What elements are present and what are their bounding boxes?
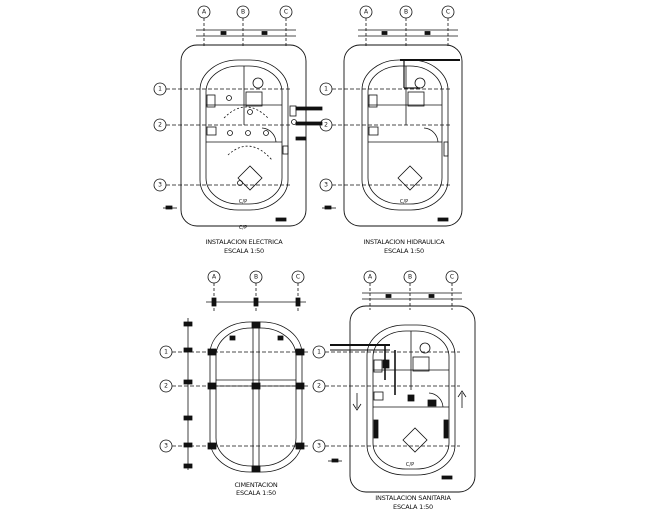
dimension-line-top xyxy=(196,29,296,37)
axis-bubbles-top: A B C xyxy=(359,5,455,46)
axis-label-1: 1 xyxy=(158,86,162,93)
panel-caption: CIMENTACION xyxy=(234,481,277,489)
panel-hidraulica: A B C 1 2 3 xyxy=(319,5,463,255)
axis-label-2: 2 xyxy=(164,383,168,390)
axis-label-a: A xyxy=(202,9,207,16)
axis-label-b: B xyxy=(254,274,258,281)
floor-plan xyxy=(330,324,467,476)
axis-label-b: B xyxy=(408,274,412,281)
room-tag: C/P xyxy=(239,199,247,205)
axis-label-2: 2 xyxy=(158,122,162,129)
axis-label-a: A xyxy=(368,274,373,281)
axis-label-1: 1 xyxy=(324,86,328,93)
axis-label-b: B xyxy=(241,9,245,16)
room-tag-outer: C/P xyxy=(239,225,247,231)
sheet-frame xyxy=(349,305,476,493)
panel-scale: ESCALA 1:50 xyxy=(393,503,433,511)
axis-label-b: B xyxy=(404,9,408,16)
axis-label-3: 3 xyxy=(317,443,321,450)
axis-label-a: A xyxy=(364,9,369,16)
sheet-frame xyxy=(343,44,463,227)
floor-plan xyxy=(199,59,323,211)
axis-bubbles-left: 1 2 3 xyxy=(319,82,452,192)
axis-label-c: C xyxy=(450,274,454,281)
panel-scale: ESCALA 1:50 xyxy=(236,489,276,497)
axis-label-3: 3 xyxy=(158,182,162,189)
axis-label-2: 2 xyxy=(317,383,321,390)
panel-electrica: A B C 1 2 3 xyxy=(153,5,323,255)
panel-sanitaria: A B C 1 2 3 xyxy=(312,270,476,511)
dimension-line-top xyxy=(206,297,306,307)
axis-label-3: 3 xyxy=(324,182,328,189)
room-tag: C/P xyxy=(406,462,414,468)
dimension-line-top xyxy=(358,29,458,37)
panel-caption: INSTALACION ELECTRICA xyxy=(206,238,284,246)
axis-bubbles-left: 1 2 3 xyxy=(312,345,460,453)
dimension-line-top xyxy=(362,292,462,300)
axis-label-c: C xyxy=(296,274,300,281)
panel-cimentacion: A B C 1 2 3 xyxy=(159,270,310,497)
axis-bubbles-left: 1 2 3 xyxy=(159,345,310,453)
foundation-plan xyxy=(207,321,305,473)
axis-bubbles-top: A B C xyxy=(363,270,459,310)
panel-caption: INSTALACION HIDRAULICA xyxy=(364,238,446,246)
axis-bubbles-left: 1 2 3 xyxy=(153,82,290,192)
floor-plan xyxy=(361,59,460,211)
room-tag: C/P xyxy=(400,199,408,205)
panel-scale: ESCALA 1:50 xyxy=(224,247,264,255)
axis-label-3: 3 xyxy=(164,443,168,450)
panel-scale: ESCALA 1:50 xyxy=(384,247,424,255)
axis-label-c: C xyxy=(446,9,450,16)
panel-caption: INSTALACION SANITARIA xyxy=(375,494,451,502)
axis-label-c: C xyxy=(284,9,288,16)
axis-label-1: 1 xyxy=(317,349,321,356)
sheet-frame xyxy=(180,44,307,227)
axis-label-a: A xyxy=(212,274,217,281)
dimension-line-left xyxy=(183,318,193,470)
axis-bubbles-top: A B C xyxy=(197,5,293,46)
axis-bubbles-top: A B C xyxy=(207,270,305,312)
axis-label-1: 1 xyxy=(164,349,168,356)
axis-label-2: 2 xyxy=(324,122,328,129)
